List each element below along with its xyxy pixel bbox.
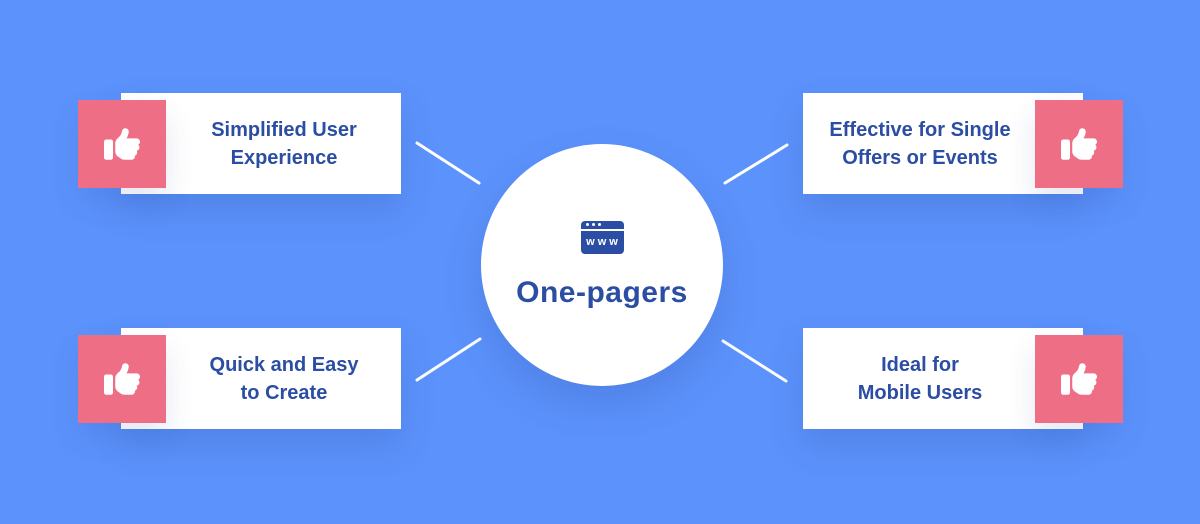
browser-dot-icon [591, 223, 595, 226]
connector-bottom-right [721, 339, 788, 383]
thumbs-up-icon [1061, 127, 1097, 160]
browser-dot-icon [597, 223, 601, 226]
browser-dot-icon [585, 223, 589, 226]
browser-icon-address: www [580, 230, 624, 254]
center-node: www One-pagers [481, 144, 723, 386]
thumbs-up-icon-box [78, 334, 166, 423]
thumbs-up-icon-box [78, 99, 166, 188]
card-simplified-user-experience: Simplified User Experience [78, 93, 401, 194]
connector-top-right [723, 143, 789, 185]
card-label: Ideal for Mobile Users [857, 353, 983, 404]
connector-top-left [415, 141, 481, 185]
browser-www-icon: www [580, 220, 624, 254]
card-label: Simplified User Experience [211, 118, 357, 169]
card-effective-single-offers: Effective for Single Offers or Events [803, 93, 1123, 194]
card-label: Quick and Easy to Create [209, 353, 359, 404]
card-ideal-mobile-users: Ideal for Mobile Users [803, 328, 1123, 429]
browser-icon-titlebar [580, 220, 624, 229]
card-label: Effective for Single Offers or Events [829, 118, 1011, 169]
thumbs-up-icon [104, 362, 140, 395]
thumbs-up-icon-box [1035, 334, 1123, 423]
connector-bottom-left [415, 337, 482, 382]
thumbs-up-icon [1061, 362, 1097, 395]
center-title: One-pagers [516, 275, 688, 309]
thumbs-up-icon [104, 127, 140, 160]
card-quick-easy-create: Quick and Easy to Create [78, 328, 401, 429]
thumbs-up-icon-box [1035, 99, 1123, 188]
